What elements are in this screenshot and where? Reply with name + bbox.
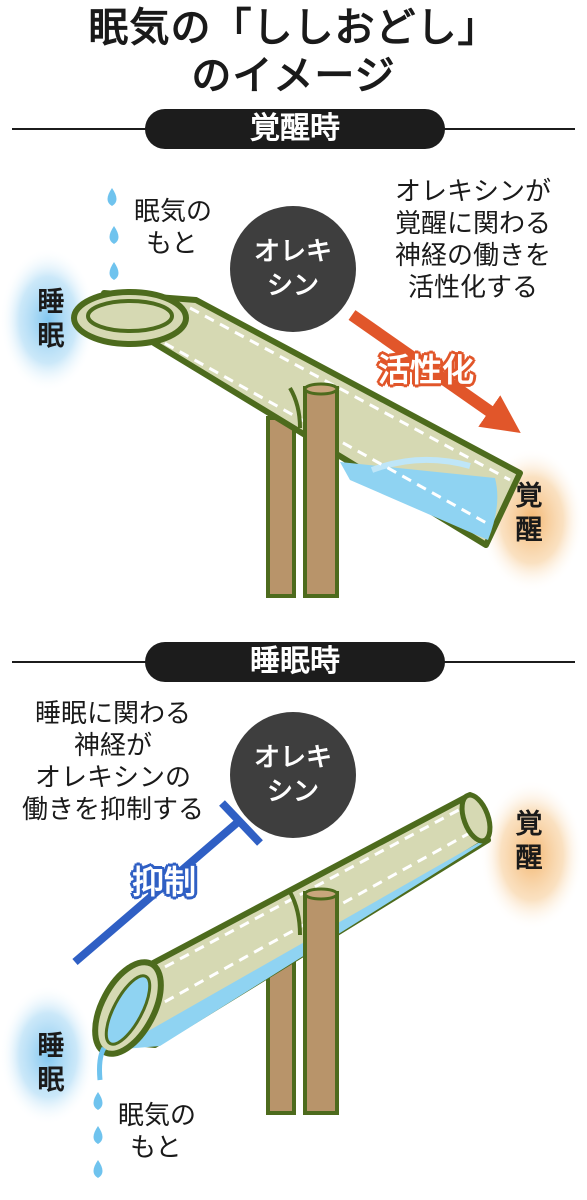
section-heading-awake: 覚醒時: [145, 109, 445, 149]
activate-label: 活性化: [378, 351, 475, 389]
orexin-circle-top: オレキ シン: [230, 206, 356, 332]
sleep-note-line2: 神経が: [73, 731, 152, 761]
post-front-top: [303, 382, 339, 598]
sleepiness-source-line2: もと: [146, 229, 198, 259]
awake-state-label-top: 覚 醒: [512, 480, 546, 548]
sleep-note-line4: 働きを抑制する: [21, 795, 204, 825]
inhibit-line: [72, 800, 263, 966]
orexin-circle-bottom: オレキ シン: [230, 712, 356, 838]
section-heading-sleep: 睡眠時: [145, 642, 445, 682]
inhibit-label: 抑制: [132, 863, 197, 901]
awake-state-char2-bottom: 醒: [515, 843, 543, 874]
sleep-state-char1: 睡: [37, 287, 65, 318]
orexin-label-line1: オレキ: [253, 237, 332, 267]
activate-arrow: [348, 310, 521, 434]
awake-note-line2: 覚醒に関わる: [394, 209, 551, 239]
post-front-bottom: [303, 887, 339, 1115]
post-back-top: [266, 416, 296, 598]
sleepiness-source-line1: 眠気の: [134, 197, 213, 227]
sleepiness-source-line1-bottom: 眠気の: [118, 1101, 197, 1131]
sleepiness-source-label-top: 眠気の もと: [134, 196, 244, 260]
awake-state-char2: 醒: [515, 515, 543, 546]
awake-state-label-bottom: 覚 醒: [512, 808, 546, 876]
bamboo-tube-bottom: [92, 792, 493, 1057]
droplets-bottom: [93, 1092, 103, 1178]
awake-note-line4: 活性化する: [407, 273, 538, 303]
sleep-state-label-bottom: 睡 眠: [34, 1030, 68, 1098]
awake-note: オレキシンが 覚醒に関わる 神経の働きを 活性化する: [368, 176, 578, 304]
awake-glow-bottom: [480, 780, 584, 930]
sleep-glow-bottom: [0, 985, 96, 1125]
sleep-state-char1-bottom: 睡: [37, 1031, 65, 1062]
orexin-label-line2-bottom: シン: [266, 777, 319, 807]
water-stream: [97, 1046, 107, 1081]
sleep-state-label-top: 睡 眠: [34, 286, 68, 354]
page-title-line2: のイメージ: [191, 53, 396, 99]
sleep-note-line3: オレキシンの: [34, 763, 191, 793]
orexin-label-line1-bottom: オレキ: [253, 743, 332, 773]
sleepiness-source-line2-bottom: もと: [130, 1133, 182, 1163]
awake-note-line3: 神経の働きを: [394, 241, 551, 271]
droplets-top: [107, 188, 119, 280]
sleep-note-line1: 睡眠に関わる: [34, 699, 191, 729]
sleepiness-source-label-bottom: 眠気の もと: [118, 1100, 228, 1164]
page-title-line1: 眠気の「ししおどし」: [88, 5, 499, 51]
sleep-glow-top: [0, 248, 96, 392]
awake-state-char1-bottom: 覚: [515, 809, 543, 840]
sleep-state-char2-bottom: 眠: [37, 1065, 65, 1096]
awake-state-char1: 覚: [515, 481, 543, 512]
orexin-label-line2: シン: [266, 271, 319, 301]
awake-note-line1: オレキシンが: [394, 177, 551, 207]
sleep-state-char2: 眠: [37, 321, 65, 352]
sleep-note: 睡眠に関わる 神経が オレキシンの 働きを抑制する: [8, 698, 218, 826]
